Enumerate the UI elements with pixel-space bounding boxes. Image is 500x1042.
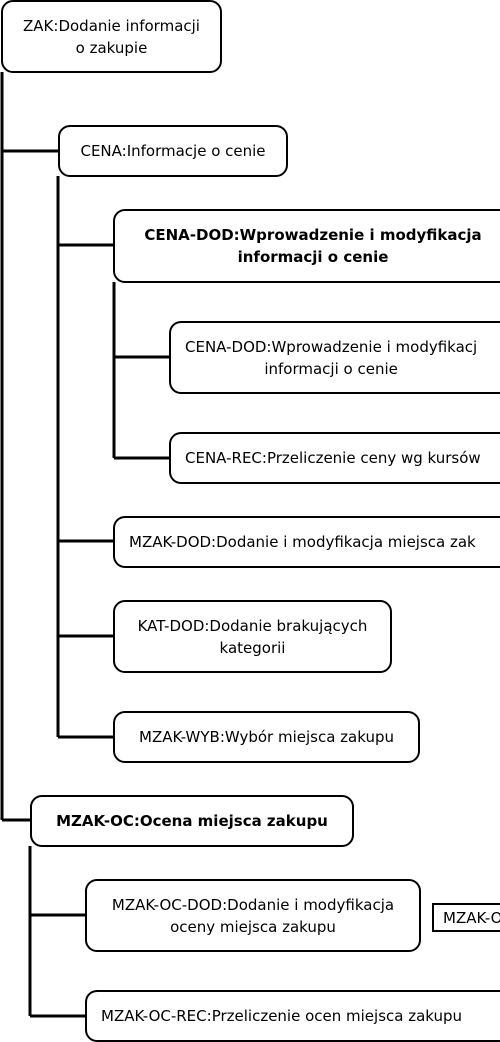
node-mzak-dod: MZAK-DOD:Dodanie i modyfikacja miejsca z…	[113, 516, 500, 568]
node-mzak-oc-rec-label: MZAK-OC-REC:Przeliczenie ocen miejsca za…	[101, 1007, 463, 1025]
node-zak: ZAK:Dodanie informacji o zakupie	[1, 0, 222, 73]
node-cena-dod: CENA-DOD:Wprowadzenie i modyfikacja info…	[113, 209, 500, 283]
node-cena: CENA:Informacje o cenie	[58, 125, 288, 177]
node-kat-dod-label: KAT-DOD:Dodanie brakujących kategorii	[137, 616, 368, 657]
node-mzak-oc-label: MZAK-OC:Ocena miejsca zakupu	[56, 812, 328, 830]
node-mzak-wyb: MZAK-WYB:Wybór miejsca zakupu	[113, 711, 420, 763]
node-cena-dod-sub: CENA-DOD:Wprowadzenie i modyfikacj infor…	[169, 321, 500, 394]
node-zak-label: ZAK:Dodanie informacji o zakupie	[23, 16, 200, 57]
node-cena-label: CENA:Informacje o cenie	[80, 142, 266, 160]
node-mzak-dod-label: MZAK-DOD:Dodanie i modyfikacja miejsca z…	[129, 533, 476, 551]
node-mzak-wyb-label: MZAK-WYB:Wybór miejsca zakupu	[139, 728, 394, 746]
node-cena-dod-label: CENA-DOD:Wprowadzenie i modyfikacja info…	[144, 226, 482, 266]
node-mzak-oc: MZAK-OC:Ocena miejsca zakupu	[30, 795, 354, 847]
node-mzak-oc-dod-label: MZAK-OC-DOD:Dodanie i modyfikacja oceny …	[111, 895, 395, 936]
node-mzak-oc-dod: MZAK-OC-DOD:Dodanie i modyfikacja oceny …	[85, 879, 421, 952]
node-kat-dod: KAT-DOD:Dodanie brakujących kategorii	[113, 600, 392, 673]
node-cena-rec-label: CENA-REC:Przeliczenie ceny wg kursów	[185, 449, 481, 467]
node-mzak-oc-side-label: MZAK-O	[443, 908, 500, 927]
node-cena-rec: CENA-REC:Przeliczenie ceny wg kursów	[169, 432, 500, 484]
node-cena-dod-sub-label: CENA-DOD:Wprowadzenie i modyfikacj infor…	[185, 337, 478, 378]
node-mzak-oc-side: MZAK-O	[432, 903, 500, 932]
node-mzak-oc-rec: MZAK-OC-REC:Przeliczenie ocen miejsca za…	[85, 990, 500, 1042]
